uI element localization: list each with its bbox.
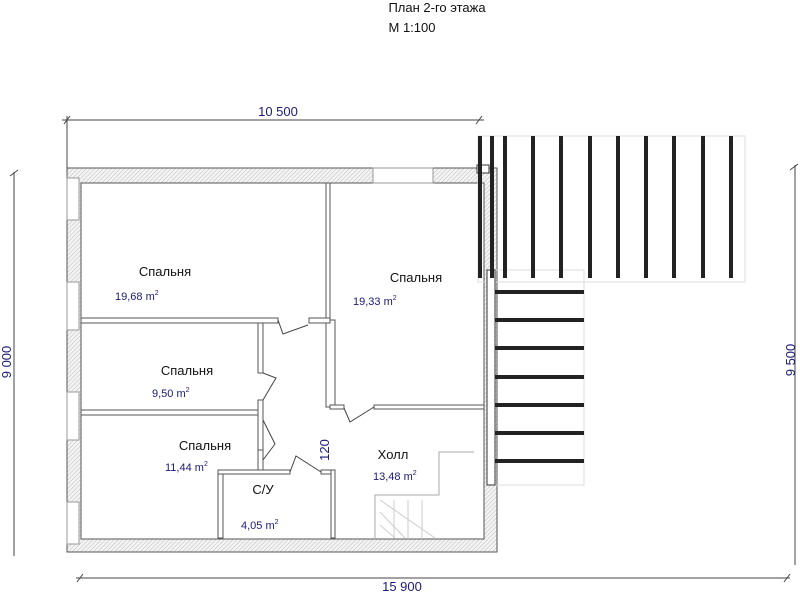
joist (616, 136, 620, 278)
room-name: Спальня (161, 363, 213, 378)
room-bedroom-2: Спальня 19,33 m2 (353, 270, 442, 308)
joist (495, 403, 584, 407)
staircase (374, 451, 474, 539)
dimension-left-label: 9 000 (0, 346, 14, 379)
dimension-top-label: 10 500 (258, 104, 298, 119)
dimension-right-label: 9 500 (783, 344, 798, 377)
dimension-bottom-label: 15 900 (382, 579, 422, 594)
terrace-joists (476, 135, 746, 486)
door[interactable] (289, 455, 322, 473)
room-name: Спальня (390, 270, 442, 285)
room-bedroom-1: Спальня 19,68 m2 (115, 264, 191, 303)
joist (495, 290, 584, 294)
room-area: 19,68 m2 (115, 290, 159, 303)
room-area: 19,33 m2 (353, 295, 397, 308)
joist (701, 136, 705, 278)
window (66, 391, 80, 441)
window (66, 281, 80, 331)
joist (644, 136, 648, 278)
plan-title: План 2-го этажа (388, 0, 486, 15)
dimension-right: 9 500 (783, 163, 799, 565)
door[interactable] (262, 372, 277, 401)
corridor-width-label: 120 (317, 439, 332, 461)
joist (495, 431, 584, 435)
door[interactable] (343, 406, 375, 423)
window (66, 177, 80, 221)
dimension-bottom: 15 900 (76, 573, 791, 594)
room-bedroom-4: Спальня 11,44 m2 (165, 438, 231, 474)
room-area: 11,44 m2 (165, 461, 208, 474)
plan-scale: М 1:100 (389, 20, 436, 35)
room-bedroom-3: Спальня 9,50 m2 (152, 363, 213, 400)
window (66, 501, 80, 545)
room-area: 4,05 m2 (241, 519, 279, 532)
room-bathroom: С/У 4,05 m2 (241, 482, 279, 532)
joist (495, 346, 584, 350)
dimension-top: 10 500 (62, 104, 484, 168)
joist (503, 136, 507, 278)
joist (588, 136, 592, 278)
room-name: Спальня (139, 264, 191, 279)
room-name: Холл (378, 447, 409, 462)
room-name: С/У (252, 482, 274, 497)
dimension-left: 9 000 (0, 169, 19, 556)
joist (490, 136, 494, 278)
joist (729, 136, 733, 278)
window (372, 167, 434, 184)
room-hall: Холл 13,48 m2 (373, 447, 417, 483)
joist (495, 318, 584, 322)
joist (495, 375, 584, 379)
room-name: Спальня (179, 438, 231, 453)
exterior-walls (66, 167, 498, 553)
room-area: 13,48 m2 (373, 470, 417, 483)
joist (478, 136, 482, 278)
room-area: 9,50 m2 (152, 387, 190, 400)
joist (495, 459, 584, 463)
joist (559, 136, 563, 278)
door[interactable] (277, 319, 309, 335)
door[interactable] (262, 419, 276, 461)
joist (531, 136, 535, 278)
joist (672, 136, 676, 278)
interior-walls (80, 182, 485, 539)
